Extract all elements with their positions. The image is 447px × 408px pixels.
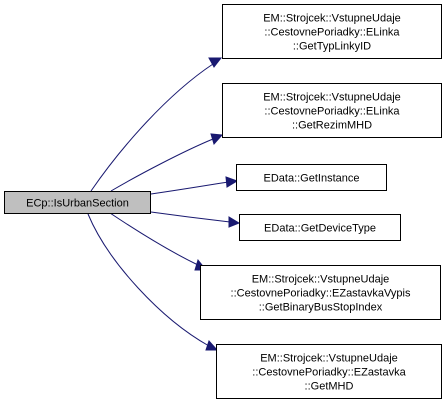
call-edge-line: [110, 138, 214, 192]
callee-node-label: EM::Strojcek::VstupneUdaje: [260, 353, 398, 365]
callee-node-box: [239, 214, 401, 241]
callee-node-box: [236, 164, 387, 191]
callee-node-label: EM::Strojcek::VstupneUdaje: [263, 13, 401, 25]
callee-node-box: [200, 265, 441, 320]
callee-node[interactable]: EData::GetDeviceType: [239, 214, 401, 241]
callee-node-label: ::GetRezimMHD: [292, 120, 372, 132]
callee-node-box: [222, 83, 442, 138]
call-edge-line: [87, 213, 210, 347]
callee-node-label: ::CestovnePoriadky::EZastavka: [252, 367, 406, 379]
call-edge-line: [90, 63, 214, 192]
call-edge-arrowhead: [210, 133, 224, 146]
root-node[interactable]: ECp::IsUrbanSection: [4, 191, 151, 214]
call-edge-line: [150, 181, 229, 195]
callee-node[interactable]: EM::Strojcek::VstupneUdaje::CestovnePori…: [216, 344, 442, 399]
callee-node[interactable]: EData::GetInstance: [236, 164, 387, 191]
callee-node-label: EM::Strojcek::VstupneUdaje: [263, 92, 401, 104]
callee-node-box: [216, 344, 442, 399]
callee-node[interactable]: EM::Strojcek::VstupneUdaje::CestovnePori…: [200, 265, 441, 320]
callee-node-label: EData::GetDeviceType: [264, 223, 376, 235]
call-edge-arrowhead: [228, 216, 241, 228]
callee-node-label: ::GetTypLinkyID: [293, 41, 371, 53]
call-edge: [87, 213, 219, 351]
call-edge: [109, 212, 208, 271]
callee-node-label: ::GetBinaryBusStopIndex: [259, 302, 383, 314]
call-edge: [150, 211, 241, 228]
call-edge-arrowhead: [208, 57, 223, 68]
call-nodes: ECp::IsUrbanSection EM::Strojcek::Vstupn…: [4, 4, 442, 399]
call-edge: [150, 176, 239, 195]
call-edge-arrowhead: [205, 340, 219, 351]
callee-node-label: EData::GetInstance: [264, 173, 360, 185]
callee-node-label: ::CestovnePoriadky::ELinka: [264, 106, 400, 118]
root-node-box: [4, 191, 151, 214]
call-edge-arrowhead: [225, 176, 239, 188]
call-edge-line: [109, 212, 199, 266]
call-edge: [90, 57, 223, 192]
root-node-label: ECp::IsUrbanSection: [26, 198, 129, 210]
callee-node[interactable]: EM::Strojcek::VstupneUdaje::CestovnePori…: [222, 4, 442, 59]
callee-node-label: ::CestovnePoriadky::ELinka: [264, 27, 400, 39]
callee-node-label: EM::Strojcek::VstupneUdaje: [252, 274, 390, 286]
callee-node-label: ::GetMHD: [305, 381, 354, 393]
call-edge: [110, 133, 224, 192]
call-edge-line: [150, 211, 231, 223]
callee-node-box: [222, 4, 442, 59]
callee-node-label: ::CestovnePoriadky::EZastavkaVypis: [231, 288, 411, 300]
callee-node[interactable]: EM::Strojcek::VstupneUdaje::CestovnePori…: [222, 83, 442, 138]
